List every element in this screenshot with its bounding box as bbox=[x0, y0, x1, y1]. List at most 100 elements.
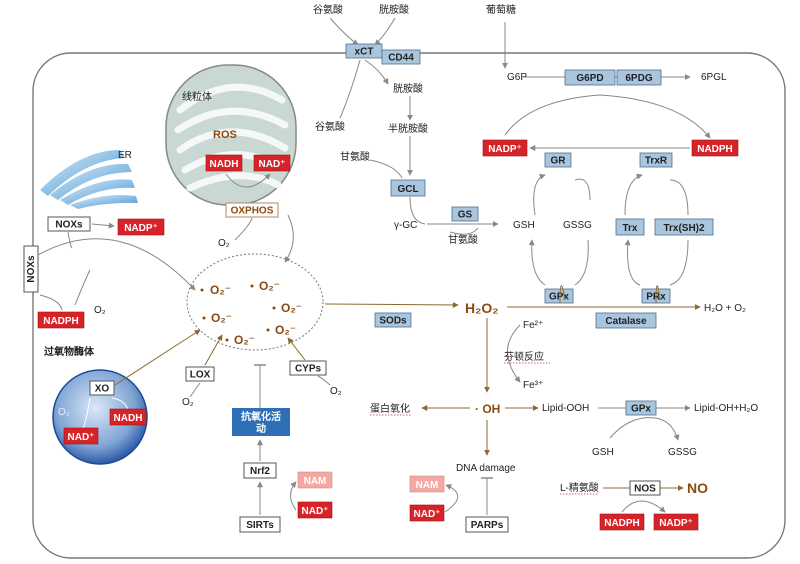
trxsh2-box bbox=[654, 218, 714, 236]
nadp-nos-box bbox=[653, 513, 699, 531]
cystine-top-label: 胱胺酸 bbox=[379, 3, 409, 16]
nadp-nos-label: NADP⁺ bbox=[659, 518, 693, 529]
fe3-label: Fe³⁺ bbox=[523, 380, 543, 391]
nadph-top-box bbox=[691, 139, 739, 157]
nadp-top-label: NADP⁺ bbox=[488, 144, 522, 155]
parps-box bbox=[465, 516, 509, 533]
nadph-left-label: NADPH bbox=[43, 316, 79, 327]
sods-label: SODs bbox=[379, 316, 407, 327]
glycine-2-label: 甘氨酸 bbox=[448, 233, 478, 246]
gpx-2-box bbox=[625, 400, 657, 416]
xo-label: XO bbox=[95, 384, 110, 395]
nad-perox-label: NAD⁺ bbox=[68, 432, 95, 443]
trxsh2-label: Trx(SH)2 bbox=[663, 223, 705, 234]
g6pd-box bbox=[564, 69, 616, 86]
h2o2-label: H₂O₂ bbox=[465, 300, 498, 316]
nadp-top-box bbox=[482, 139, 528, 157]
trx-box bbox=[615, 218, 645, 236]
o2-cyps-label: O₂ bbox=[330, 386, 342, 397]
ggc-label: γ-GC bbox=[394, 220, 417, 231]
lox-label: LOX bbox=[190, 370, 211, 381]
superoxide-pool bbox=[186, 253, 324, 351]
nadph-top-label: NADPH bbox=[697, 144, 733, 155]
nadh-perox-label: NADH bbox=[114, 413, 143, 424]
lipid-oh-label: Lipid-OH+H₂O bbox=[694, 403, 758, 414]
gcl-label: GCL bbox=[397, 184, 418, 195]
antioxidant-box bbox=[232, 408, 290, 436]
parps-label: PARPs bbox=[471, 520, 504, 531]
fe2-label: Fe²⁺ bbox=[523, 320, 543, 331]
cyps-label: CYPs bbox=[295, 364, 322, 375]
gr-box bbox=[544, 152, 572, 168]
catalase-box bbox=[595, 312, 657, 329]
noxs-2-label: NOXs bbox=[26, 255, 37, 283]
hydroxyl-radical: · OH bbox=[475, 402, 500, 416]
sirts-box bbox=[239, 516, 281, 533]
cysteine-label: 半胱胺酸 bbox=[388, 122, 428, 135]
nad-mito-box bbox=[253, 154, 291, 172]
o2-left-label: O₂ bbox=[94, 305, 106, 316]
fenton-label: 芬顿反应 bbox=[504, 350, 544, 363]
dna-damage-label: DNA damage bbox=[456, 463, 516, 474]
oxphos-box bbox=[225, 202, 279, 218]
gcl-box bbox=[390, 179, 426, 197]
nrf2-label: Nrf2 bbox=[250, 466, 270, 477]
nam-1-box bbox=[297, 471, 333, 489]
glutamate-out-label: 谷氨酸 bbox=[315, 120, 345, 133]
glycine-1-label: 甘氨酸 bbox=[340, 150, 370, 163]
protein-oxidation-label: 蛋白氧化 bbox=[370, 402, 410, 415]
gsh-label: GSH bbox=[513, 220, 535, 231]
nad-1-box bbox=[297, 501, 333, 519]
cd44-label: CD44 bbox=[388, 53, 414, 64]
superoxide-3: O₂⁻ bbox=[281, 301, 302, 315]
nos-label: NOS bbox=[634, 484, 656, 495]
nadh-mito-box bbox=[205, 154, 243, 172]
xct-label: xCT bbox=[355, 47, 374, 58]
nadph-nos-label: NADPH bbox=[604, 518, 640, 529]
lipid-ooh-label: Lipid-OOH bbox=[542, 403, 589, 414]
nadph-left-box bbox=[37, 311, 85, 329]
gpx-2-label: GPx bbox=[631, 404, 651, 415]
nad-2-box bbox=[409, 504, 445, 522]
lox-box bbox=[185, 366, 215, 382]
gssg-2-label: GSSG bbox=[668, 447, 697, 458]
nam-2-box bbox=[409, 475, 445, 493]
trxr-label: TrxR bbox=[645, 156, 668, 167]
gssg-label: GSSG bbox=[563, 220, 592, 231]
o2-perox-label: O₂ bbox=[58, 407, 70, 418]
nadph-nos-box bbox=[599, 513, 645, 531]
antioxidant-label: 抗氧化活动 bbox=[241, 410, 281, 435]
trxr-box bbox=[639, 152, 673, 168]
nos-box bbox=[629, 480, 661, 496]
mitochondria-label: 线粒体 bbox=[182, 90, 212, 103]
noxs-1-label: NOXs bbox=[55, 220, 83, 231]
nrf2-box bbox=[243, 462, 277, 479]
gs-box bbox=[451, 206, 479, 222]
g6p-label: G6P bbox=[507, 72, 527, 83]
glutamate-top-label: 谷氨酸 bbox=[313, 3, 343, 16]
l-arginine-label: L-精氨酸 bbox=[560, 481, 599, 494]
no-label: NO bbox=[687, 480, 708, 496]
nadh-perox-box bbox=[109, 408, 147, 426]
glucose-label: 葡萄糖 bbox=[486, 3, 516, 16]
noxs-1-box bbox=[47, 216, 91, 232]
er-shape bbox=[40, 150, 138, 209]
cyps-box bbox=[289, 360, 327, 376]
peroxisome-label: 过氧物酶体 bbox=[44, 345, 95, 358]
cystine-in-label: 胱胺酸 bbox=[393, 82, 423, 95]
6pgl-label: 6PGL bbox=[701, 72, 727, 83]
o2-lox-label: O₂ bbox=[182, 397, 194, 408]
superoxide-1: O₂⁻ bbox=[210, 283, 231, 297]
nam-2-label: NAM bbox=[416, 480, 439, 491]
oxphos-label: OXPHOS bbox=[231, 206, 274, 217]
6pdg-box bbox=[616, 69, 662, 86]
superoxide-6: O₂⁻ bbox=[234, 333, 255, 347]
gr-label: GR bbox=[551, 156, 567, 167]
gpx-1-label: GPx bbox=[549, 292, 569, 303]
ros-label: ROS bbox=[213, 129, 237, 141]
catalase-label: Catalase bbox=[605, 316, 647, 327]
superoxide-4: O₂⁻ bbox=[211, 311, 232, 325]
superoxide-2: O₂⁻ bbox=[259, 279, 280, 293]
cd44-box bbox=[381, 49, 421, 65]
er-label: ER bbox=[118, 150, 132, 161]
